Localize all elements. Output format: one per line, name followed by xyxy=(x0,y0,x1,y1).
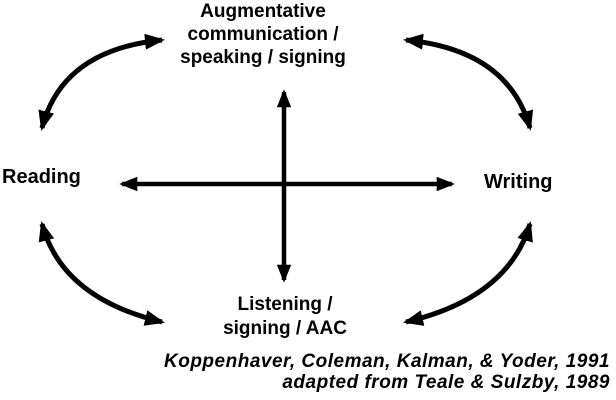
citation-text: Koppenhaver, Coleman, Kalman, & Yoder, 1… xyxy=(164,351,610,393)
node-listening: Listening / signing / AAC xyxy=(223,294,347,339)
curved-arrow-top-left xyxy=(38,33,165,131)
curved-arrow-bottom-left xyxy=(38,221,165,326)
node-reading: Reading xyxy=(2,166,81,188)
curved-arrow-bottom-right xyxy=(403,221,533,326)
curved-arrow-top-right xyxy=(403,33,534,131)
node-augmentative-communication: Augmentative communication / speaking / … xyxy=(180,1,346,68)
node-writing: Writing xyxy=(484,171,553,193)
